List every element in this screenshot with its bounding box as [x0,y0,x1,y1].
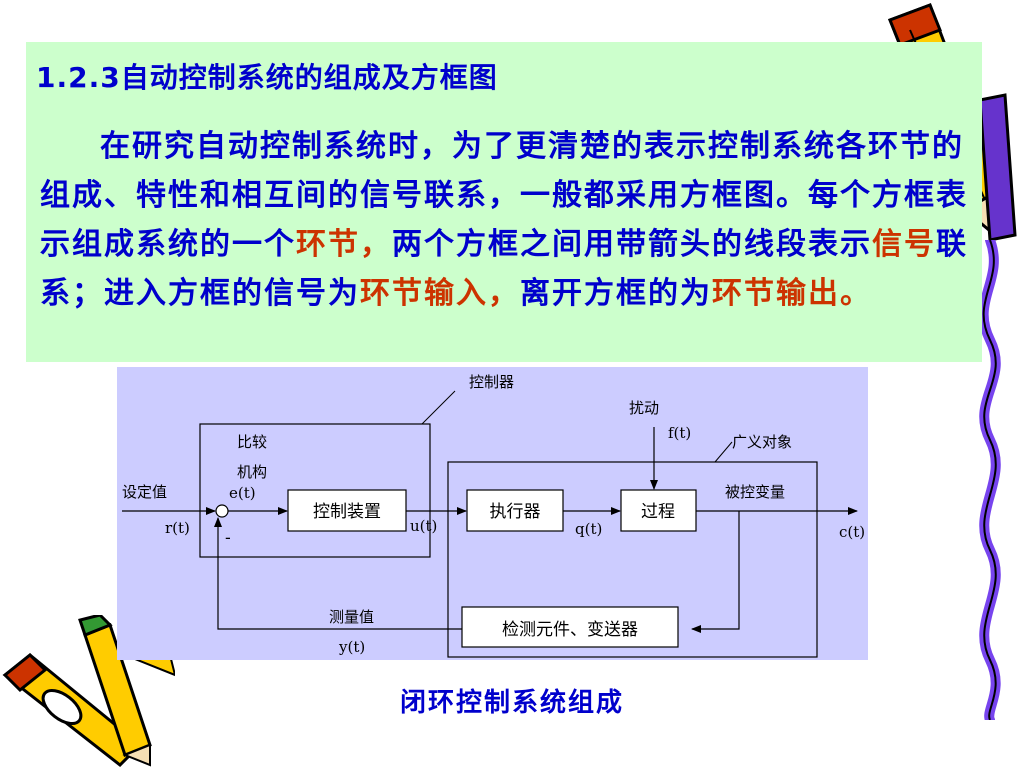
section-heading: 1.2.3自动控制系统的组成及方框图 [36,61,498,94]
paragraph-text: 离开方框的为 [520,276,712,311]
process-object-boundary [447,461,818,658]
block-diagram-panel: 控制器 广义对象 比较 机构 - 设定值 r(t) e(t) 控制装置 u(t)… [117,367,868,660]
minus-sign: - [225,528,231,548]
manipulated-signal: q(t) [575,520,602,538]
process-object-leader-line [714,441,733,463]
control-device-block [287,489,407,532]
actuator-block [466,489,564,532]
process-object-label: 广义对象 [732,433,792,451]
diagram-caption: 闭环控制系统组成 [399,688,624,718]
comparator-label-line2: 机构 [237,463,267,481]
highlight-link-stage: 环节 [296,227,360,262]
highlight-stage-input: 环节输入 [360,276,488,311]
measurement-signal: y(t) [338,638,365,656]
output-signal: c(t) [839,523,865,541]
sensor-transmitter-label: 检测元件、变送器 [502,620,638,640]
squiggle-decoration-right [978,240,1001,720]
comparator-label-line1: 比较 [237,433,267,451]
setpoint-signal: r(t) [165,519,190,537]
controller-boundary [199,423,431,558]
control-device-label: 控制装置 [313,502,381,522]
controller-label: 控制器 [469,373,514,391]
disturbance-label: 扰动 [629,399,659,417]
paragraph-text: 联系；进入方框的信号为 [40,227,968,311]
feedback-line-to-sensor [691,511,740,633]
sensor-transmitter-block [461,606,679,648]
crayon-icon [978,93,1017,242]
control-signal: u(t) [410,517,437,535]
error-signal: e(t) [229,484,256,502]
paragraph-text: 在研究自动控制系统时，为了更清楚的表示控制系统各环节的组成、特性和相互间的信号联… [40,129,968,262]
highlight-stage-output: 环节输出 [712,276,840,311]
controlled-variable-label: 被控变量 [725,483,785,501]
controller-leader-line [421,390,456,425]
measurement-return-line [214,517,462,630]
process-block [620,489,697,532]
actuator-label: 执行器 [490,502,541,522]
measurement-label: 测量值 [329,608,374,626]
paragraph-text: 两个方框之间用带箭头的线段表示 [392,227,872,262]
highlight-signal: 信号 [872,227,936,262]
setpoint-label: 设定值 [122,483,167,501]
block-diagram: 控制器 广义对象 比较 机构 - 设定值 r(t) e(t) 控制装置 u(t)… [122,373,865,658]
body-paragraph: 在研究自动控制系统时，为了更清楚的表示控制系统各环节的组成、特性和相互间的信号联… [40,122,970,318]
highlight-comma: ， [488,276,520,311]
highlight-comma: ， [360,227,392,262]
disturbance-signal: f(t) [668,424,691,442]
crayon-icon [78,615,152,767]
summing-junction [215,504,229,518]
paragraph-period: 。 [840,276,872,311]
process-label: 过程 [641,502,675,522]
text-panel: 1.2.3自动控制系统的组成及方框图 在研究自动控制系统时，为了更清楚的表示控制… [26,42,982,362]
